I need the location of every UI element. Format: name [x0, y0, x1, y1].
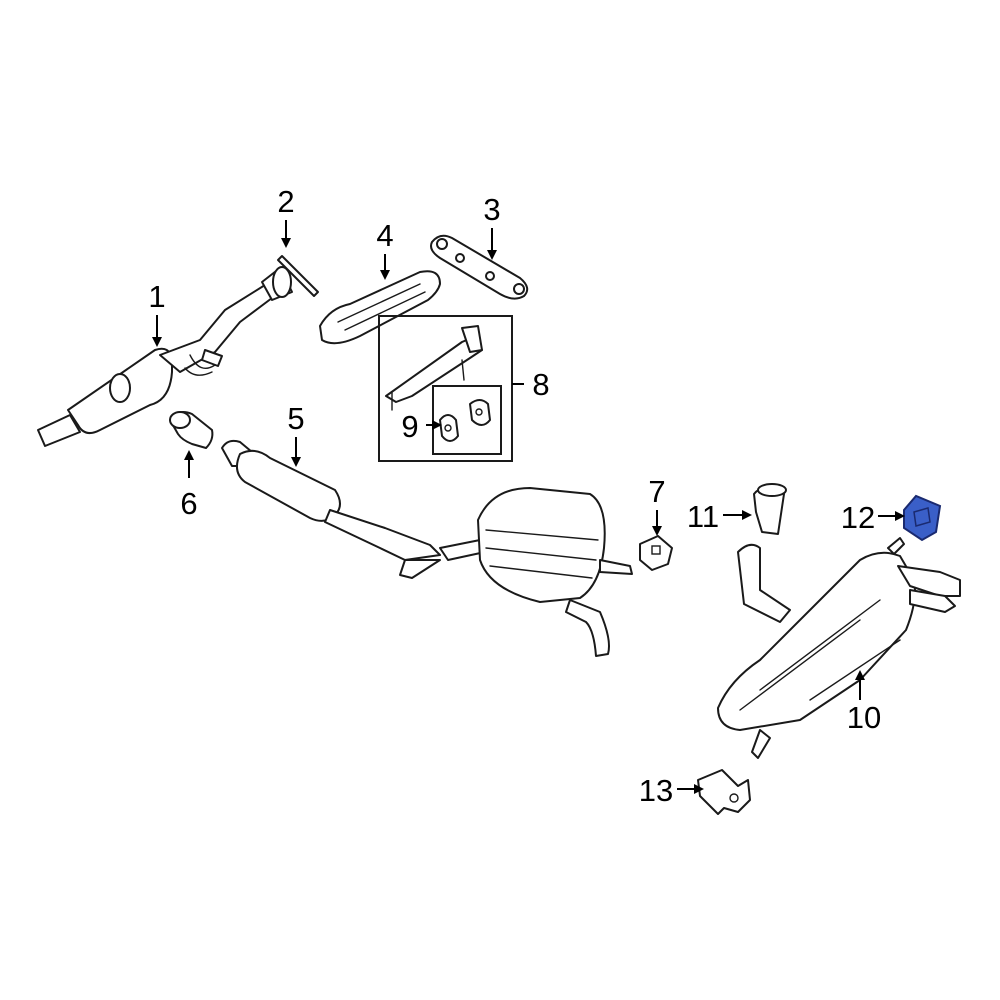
part-13-bracket[interactable]	[697, 769, 751, 815]
callout-7: 7	[648, 474, 665, 509]
callout-13: 13	[639, 773, 673, 808]
part-6-clamp[interactable]	[169, 411, 214, 449]
part-8-hanger-bracket[interactable]	[385, 325, 483, 411]
callout-12: 12	[841, 500, 875, 535]
callout-4: 4	[376, 218, 393, 253]
callout-8: 8	[532, 367, 549, 402]
part-2-gasket[interactable]	[277, 255, 319, 297]
part-11-tail-pipe[interactable]	[753, 483, 787, 535]
part-12-hanger-insulator[interactable]	[903, 494, 942, 542]
callout-2: 2	[277, 184, 294, 219]
callout-6: 6	[180, 486, 197, 521]
part-10-rear-muffler[interactable]	[717, 537, 961, 759]
part-7-insulator[interactable]	[639, 535, 673, 571]
kit-box-8	[378, 315, 513, 462]
callout-9: 9	[401, 409, 418, 444]
part-9-insulators[interactable]	[439, 399, 491, 442]
callout-5: 5	[287, 401, 304, 436]
part-5-center-pipe[interactable]	[221, 439, 633, 657]
callout-3: 3	[483, 192, 500, 227]
part-3-bracket[interactable]	[430, 234, 529, 300]
callout-1: 1	[148, 279, 165, 314]
part-1-catalytic-converter[interactable]	[37, 266, 293, 447]
part-4-heat-shield[interactable]	[319, 270, 441, 345]
callout-10: 10	[847, 700, 881, 735]
callout-11: 11	[687, 499, 719, 534]
